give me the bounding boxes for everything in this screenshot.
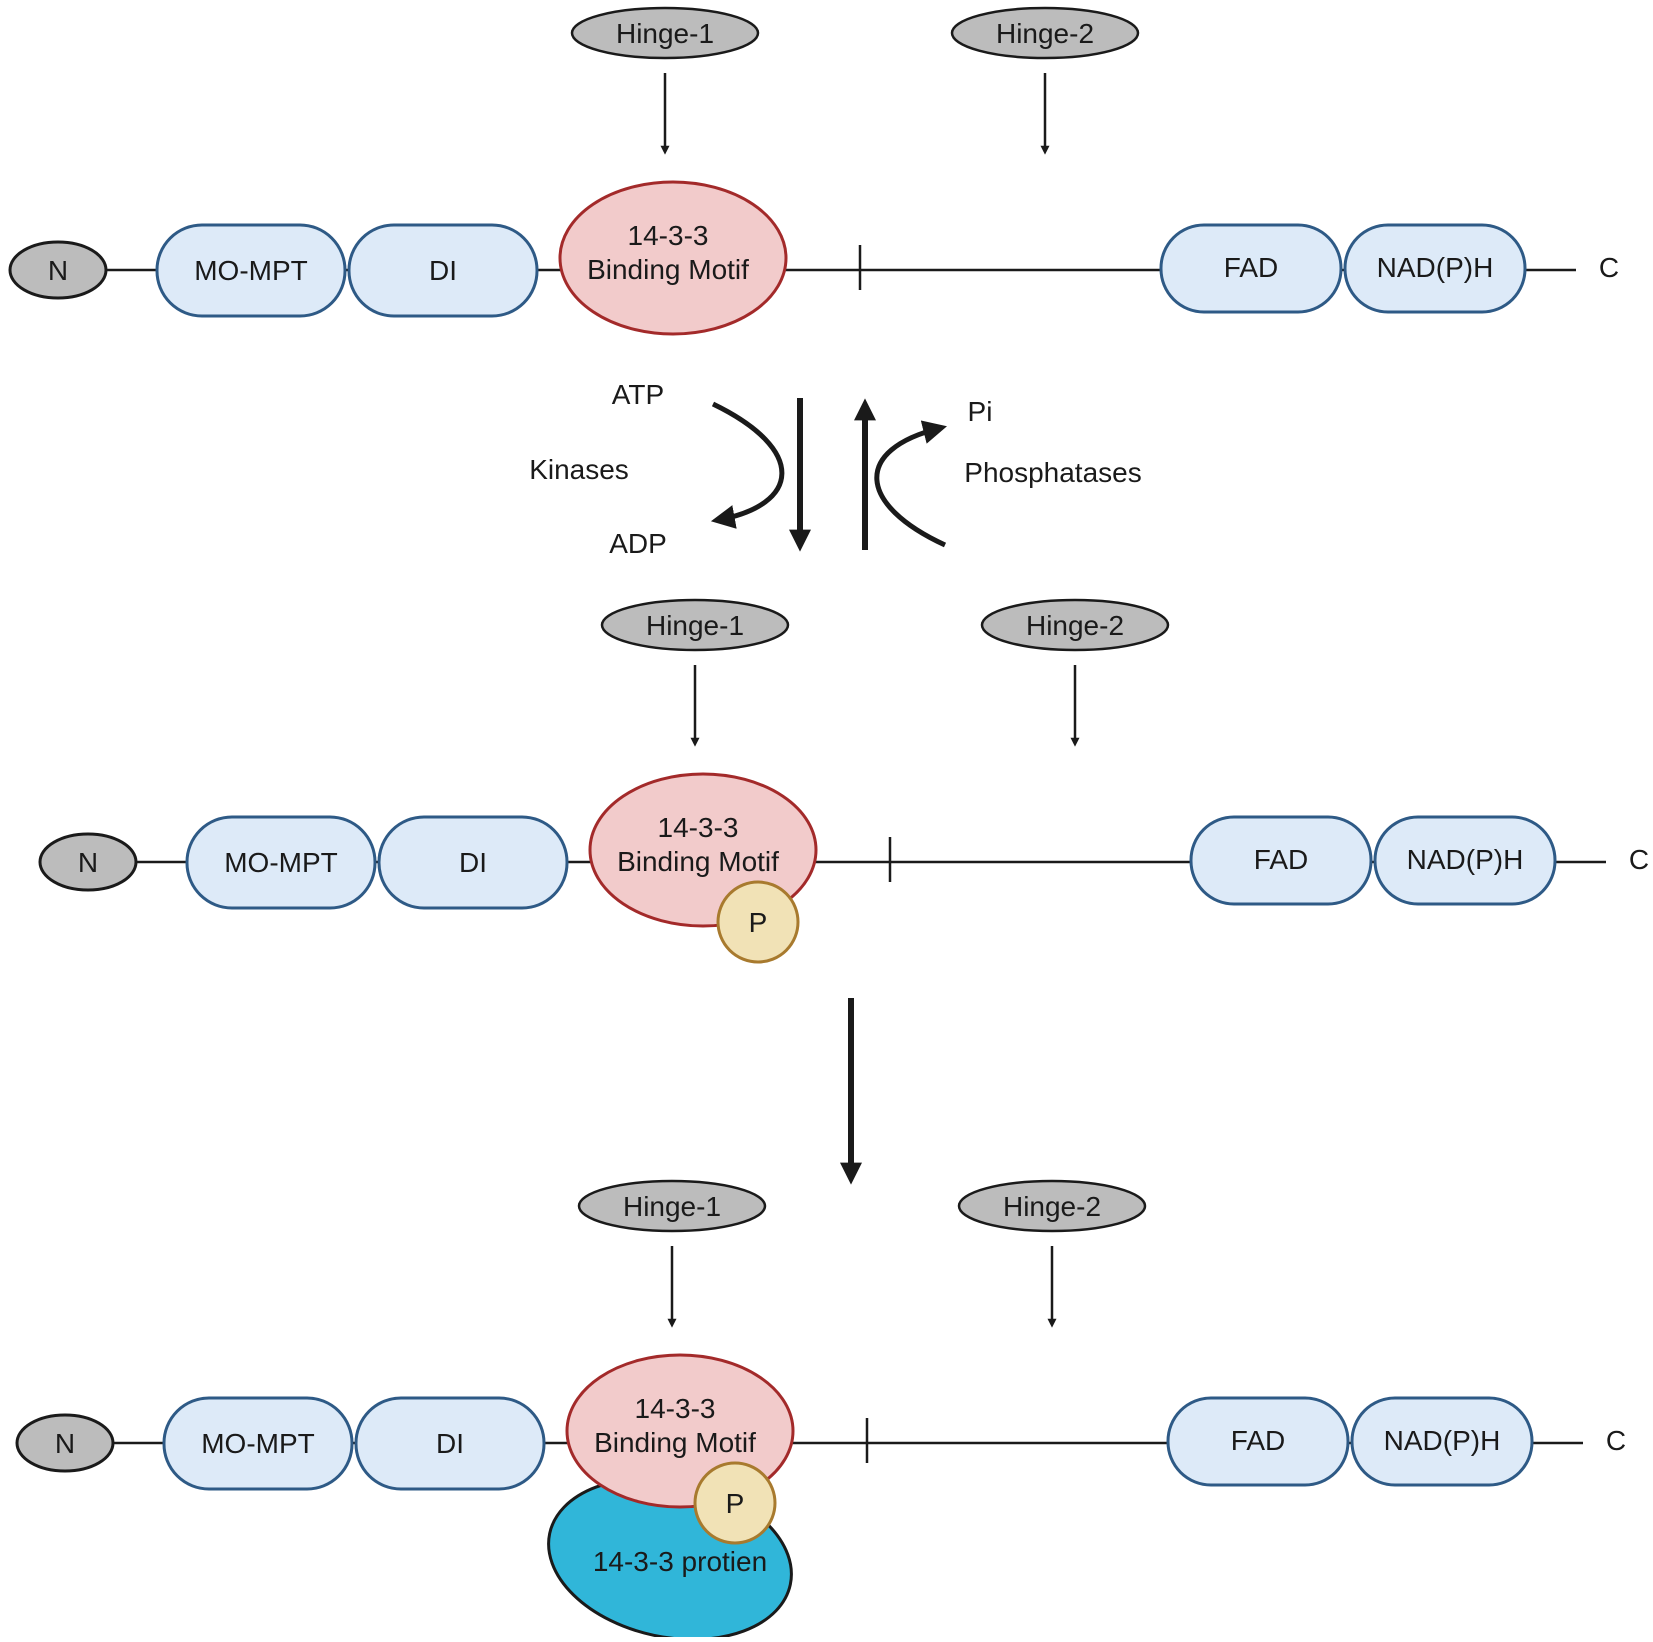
domain-nadph: [1373, 815, 1557, 906]
phosphate-group: [693, 1461, 777, 1545]
n-terminus-label: N: [78, 847, 98, 878]
phosphate-label: P: [726, 1488, 745, 1519]
c-terminus-label: C: [1599, 252, 1619, 283]
hinge-1-marker: Hinge-1: [600, 598, 790, 747]
state-2-phosphorylated: Hinge-1 Hinge-2 N MO-MPT DI 14-3-3 Bindi…: [38, 598, 1649, 964]
domain-mo-mpt: [162, 1396, 354, 1491]
binding-motif-line1: 14-3-3: [635, 1393, 716, 1424]
domain-mo-mpt-label: MO-MPT: [194, 255, 308, 286]
phosphatases-label: Phosphatases: [964, 457, 1141, 488]
binding-motif-line1: 14-3-3: [628, 220, 709, 251]
domain-di: [354, 1396, 546, 1491]
domain-fad-label: FAD: [1224, 252, 1278, 283]
domain-di-label: DI: [459, 847, 487, 878]
hinge-1-label: Hinge-1: [616, 18, 714, 49]
domain-mo-mpt: [185, 815, 377, 910]
hinge-2-label: Hinge-2: [1003, 1191, 1101, 1222]
binding-motif-line2: Binding Motif: [617, 846, 779, 877]
n-terminus-label: N: [55, 1428, 75, 1459]
domain-fad-label: FAD: [1231, 1425, 1285, 1456]
n-terminus: [15, 1413, 115, 1473]
kinase-curve-arrow: [710, 401, 785, 529]
domain-nadph-label: NAD(P)H: [1377, 252, 1494, 283]
domain-nadph: [1350, 1396, 1534, 1487]
pi-label: Pi: [968, 396, 993, 427]
domain-di: [347, 223, 539, 318]
kinases-label: Kinases: [529, 454, 629, 485]
c-terminus-label: C: [1606, 1425, 1626, 1456]
domain-fad: [1189, 815, 1373, 906]
state-3-bound-14-3-3: Hinge-1 Hinge-2 N MO-MPT DI 14-3-3 Bindi…: [15, 1179, 1626, 1641]
14-3-3-protein-label: 14-3-3 protien: [593, 1546, 767, 1577]
domain-mo-mpt-label: MO-MPT: [201, 1428, 315, 1459]
binding-motif-line2: Binding Motif: [594, 1427, 756, 1458]
hinge-1-marker: Hinge-1: [570, 6, 760, 155]
domain-di-label: DI: [429, 255, 457, 286]
hinge-1-label: Hinge-1: [646, 610, 744, 641]
reaction-arrows: ATP Kinases ADP Pi Phosphatases: [529, 379, 1142, 559]
domain-nadph-label: NAD(P)H: [1407, 844, 1524, 875]
binding-motif: [558, 180, 788, 336]
hinge-1-marker: Hinge-1: [577, 1179, 767, 1328]
domain-di-label: DI: [436, 1428, 464, 1459]
domain-nadph-label: NAD(P)H: [1384, 1425, 1501, 1456]
domain-mo-mpt-label: MO-MPT: [224, 847, 338, 878]
n-terminus-label: N: [48, 255, 68, 286]
phosphatase-curve-arrow: [874, 420, 947, 548]
hinge-2-label: Hinge-2: [1026, 610, 1124, 641]
domain-fad: [1159, 223, 1343, 314]
domain-fad: [1166, 1396, 1350, 1487]
c-terminus-label: C: [1629, 844, 1649, 875]
hinge-2-marker: Hinge-2: [950, 6, 1140, 155]
hinge-2-marker: Hinge-2: [957, 1179, 1147, 1328]
n-terminus: [38, 832, 138, 892]
atp-label: ATP: [612, 379, 664, 410]
binding-motif-line2: Binding Motif: [587, 254, 749, 285]
adp-label: ADP: [609, 528, 667, 559]
phosphate-label: P: [749, 907, 768, 938]
hinge-1-label: Hinge-1: [623, 1191, 721, 1222]
domain-nadph: [1343, 223, 1527, 314]
domain-fad-label: FAD: [1254, 844, 1308, 875]
n-terminus: [8, 240, 108, 300]
domain-mo-mpt: [155, 223, 347, 318]
phosphate-group: [716, 880, 800, 964]
hinge-2-marker: Hinge-2: [980, 598, 1170, 747]
binding-motif-line1: 14-3-3: [658, 812, 739, 843]
hinge-2-label: Hinge-2: [996, 18, 1094, 49]
state-1-unphosphorylated: Hinge-1 Hinge-2 N MO-MPT DI 14-3-3 Bindi…: [8, 6, 1619, 336]
domain-di: [377, 815, 569, 910]
